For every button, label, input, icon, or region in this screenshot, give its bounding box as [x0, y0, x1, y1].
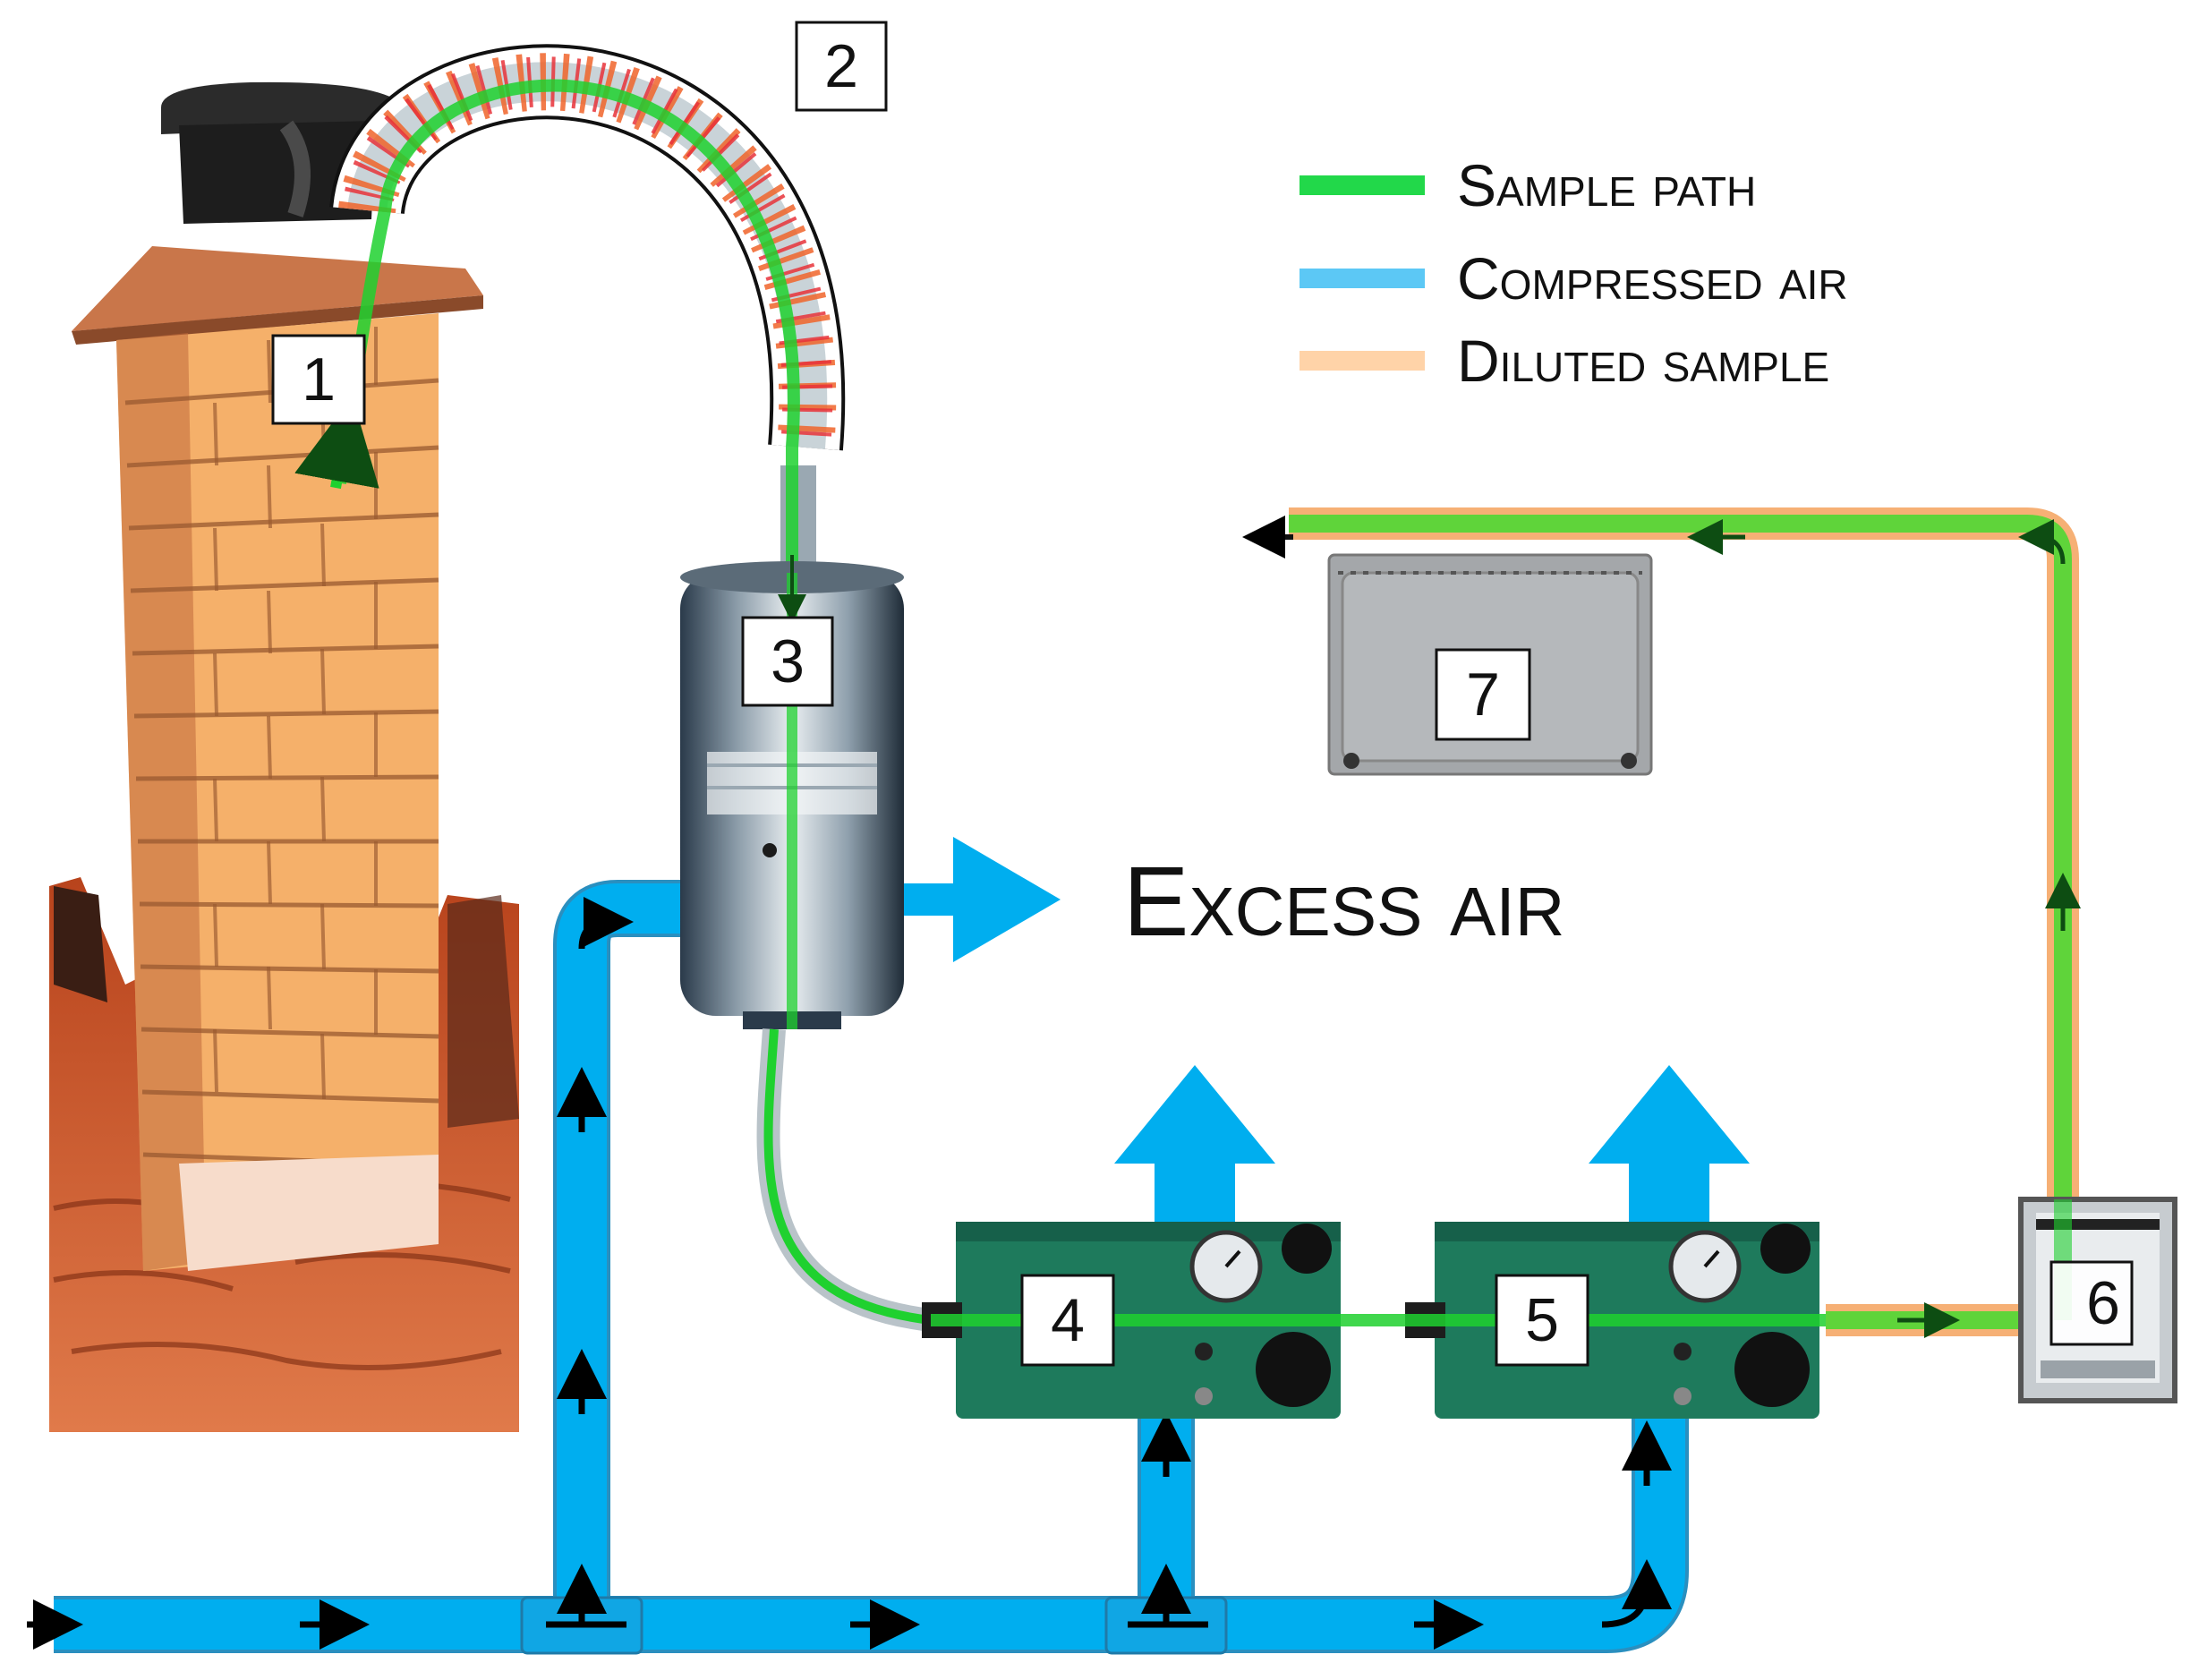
excess-air-arrows [895, 837, 1750, 1226]
brick-mortar-lines [124, 378, 439, 1168]
svg-text:6: 6 [2086, 1269, 2120, 1337]
excess-air-label: Excess air [1123, 847, 1564, 957]
label-6: 6 [2049, 1260, 2134, 1346]
chimney [72, 81, 483, 1271]
label-1: 1 [271, 334, 366, 425]
sample-path-hose-lower [763, 1028, 932, 1325]
label-4: 4 [1020, 1274, 1115, 1367]
diluted-sample-flow-arrows [1687, 519, 2081, 1338]
legend-swatch-sample-path [1300, 175, 1425, 195]
sensor-box [2018, 1197, 2177, 1403]
label-2: 2 [795, 21, 888, 112]
sample-hose-to-dilutor [756, 1028, 933, 1332]
svg-text:7: 7 [1466, 661, 1500, 729]
legend-label-compressed-air: Compressed air [1457, 245, 1848, 311]
svg-text:3: 3 [771, 627, 805, 695]
legend-swatch-compressed-air [1300, 269, 1425, 288]
legend-label-sample-path: Sample path [1457, 152, 1756, 218]
sample-path-arrow-chimney [294, 396, 379, 490]
legend-label-diluted-sample: Diluted sample [1457, 328, 1829, 394]
legend: Sample path Compressed air Diluted sampl… [1300, 152, 1848, 394]
legend-swatch-diluted-sample [1300, 351, 1425, 371]
svg-text:4: 4 [1051, 1286, 1085, 1354]
compressed-air-flow-arrows [27, 897, 1672, 1650]
svg-text:5: 5 [1525, 1286, 1559, 1354]
svg-text:2: 2 [824, 32, 858, 100]
label-5: 5 [1495, 1274, 1589, 1367]
svg-text:1: 1 [302, 345, 336, 414]
label-7: 7 [1435, 648, 1531, 741]
label-3: 3 [741, 616, 834, 707]
